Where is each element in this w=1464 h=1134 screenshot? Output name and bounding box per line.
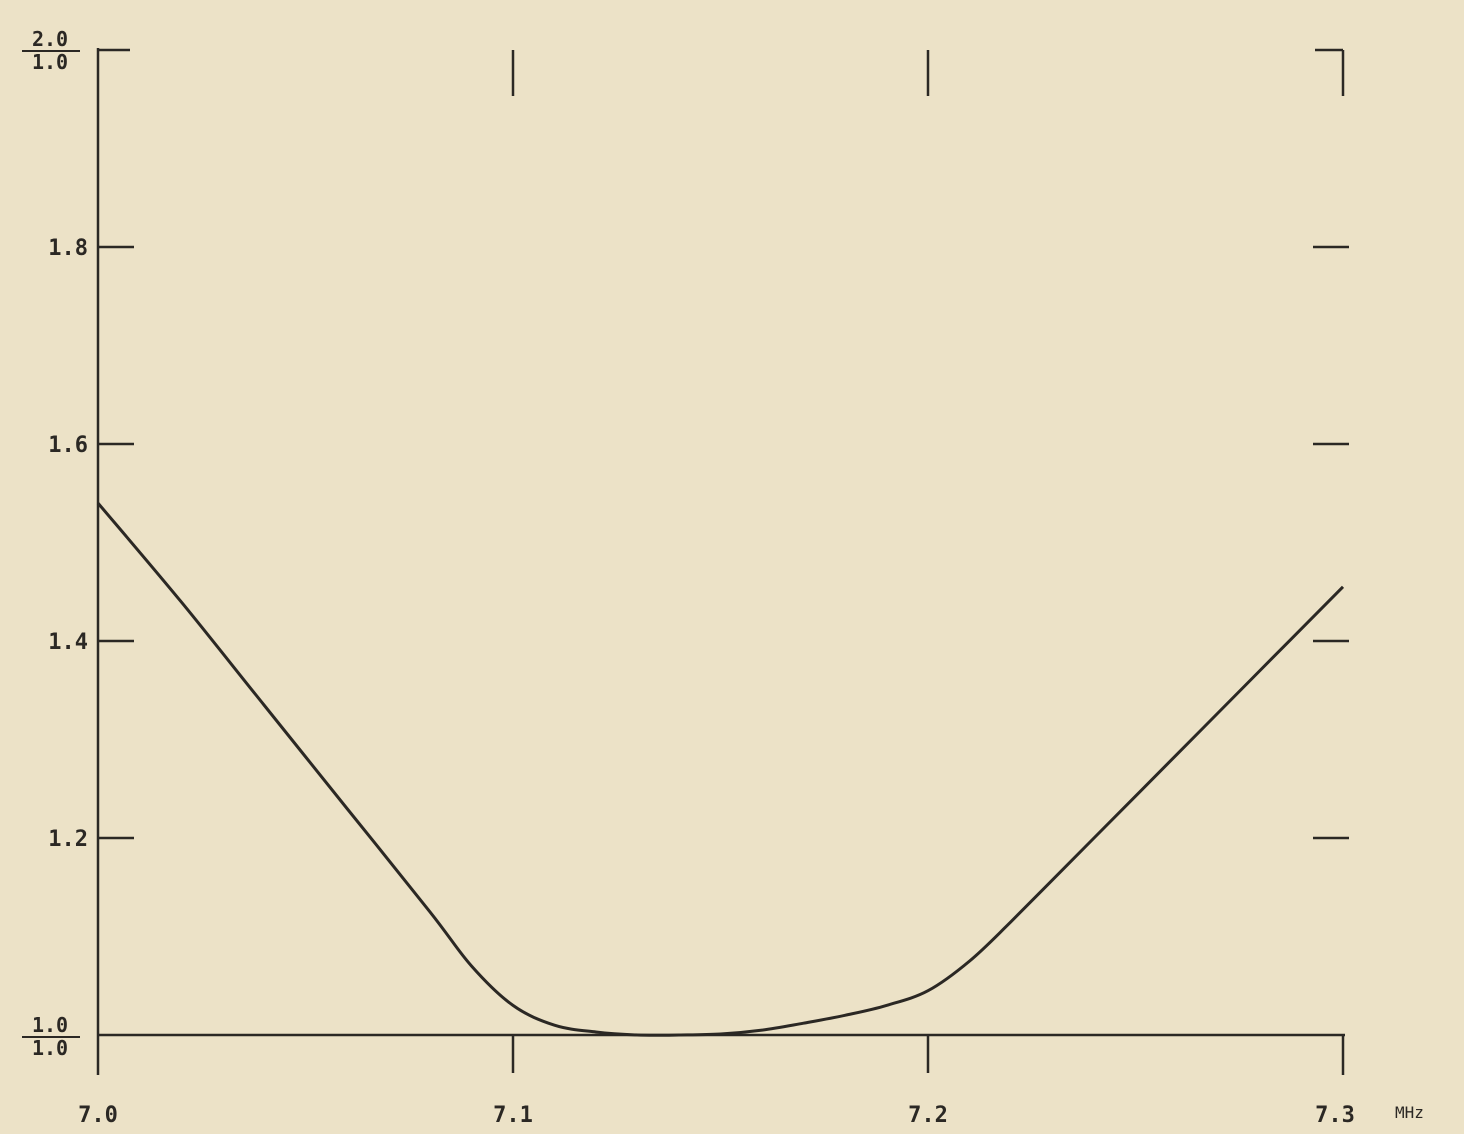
x-tick-label: 7.1 xyxy=(493,1103,533,1128)
y-top-fraction-numerator: 2.0 xyxy=(32,27,68,51)
series-line-0 xyxy=(96,502,1345,1037)
y-tick-label: 1.2 xyxy=(48,827,88,852)
y-bottom-fraction-denominator: 1.0 xyxy=(32,1036,68,1060)
axes xyxy=(96,48,1345,1075)
x-unit-label: MHz xyxy=(1395,1103,1424,1122)
x-tick-label: 7.2 xyxy=(908,1103,948,1128)
y-tick-label: 1.6 xyxy=(48,433,88,458)
y-top-fraction-denominator: 1.0 xyxy=(32,50,68,74)
x-tick-label: 7.3 xyxy=(1315,1103,1355,1128)
y-bottom-fraction-numerator: 1.0 xyxy=(32,1013,68,1037)
ticks xyxy=(98,50,1349,1073)
series-layer xyxy=(96,502,1345,1037)
x-tick-label: 7.0 xyxy=(78,1103,118,1128)
y-tick-label: 1.8 xyxy=(48,236,88,261)
y-tick-label: 1.4 xyxy=(48,630,88,655)
